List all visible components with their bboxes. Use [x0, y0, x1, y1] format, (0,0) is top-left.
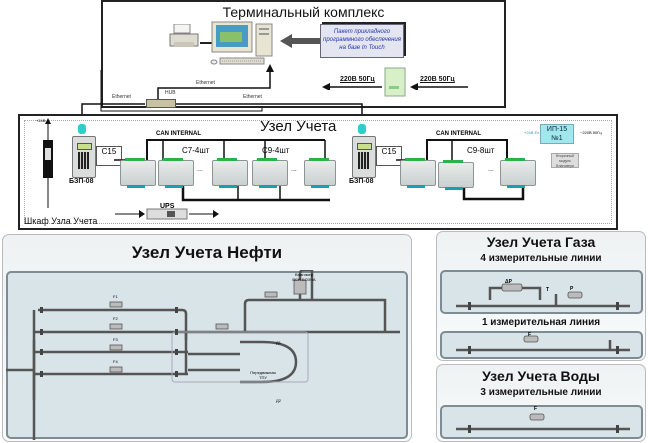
- controller-label-right: БЗП-08: [349, 178, 374, 185]
- can-bus-lines: [114, 139, 525, 202]
- software-arrow-icon: [280, 34, 320, 48]
- meter-f2: F2: [113, 316, 118, 321]
- power-in-label: 220В 50Гц: [420, 76, 455, 83]
- gas-line2-label: 1 измерительная линия: [481, 317, 601, 328]
- meter-f4: F4: [113, 359, 118, 364]
- group-c9-label: C9-4шт: [262, 146, 290, 155]
- cabinet-outline: [24, 120, 612, 224]
- ellipsis: ...: [197, 166, 203, 173]
- water-scheme: [440, 405, 643, 439]
- group-c9-8-label: C9-8шт: [467, 146, 495, 155]
- io-module: [158, 158, 194, 188]
- oil-pipeline-scheme: [6, 270, 400, 440]
- psu-top-label: +24В: [36, 118, 46, 123]
- oil-node-title: Узел Учета Нефти: [131, 243, 283, 262]
- secondary-module: Вторичный модуль Влагомера: [551, 153, 579, 168]
- io-module: [304, 158, 336, 188]
- io-module: [252, 158, 288, 188]
- terminal-ups-icon: [384, 67, 406, 97]
- meter-f1: F1: [113, 294, 118, 299]
- water-node-title: Узел Учета Воды: [482, 368, 600, 384]
- ip15-out-label: ~220В 50Гц: [580, 130, 602, 135]
- converter-c15-right: C15: [376, 146, 402, 166]
- group-c7-label: C7-4шт: [182, 146, 210, 155]
- moisture-meter-label: Влагомер ВСН-БОЗНА: [292, 272, 316, 282]
- gas-p-label: P: [570, 286, 574, 292]
- ethernet-label-3: Ethernet: [243, 94, 262, 100]
- io-module: [212, 158, 248, 188]
- io-module: [400, 158, 436, 188]
- ethernet-connector-icon: [78, 124, 86, 134]
- psu-icon: [43, 118, 53, 208]
- io-module: [438, 160, 474, 190]
- power-out-arrow-icon: [322, 83, 382, 90]
- ethernet-label-2: Ethernet: [112, 94, 131, 100]
- gas-f-label: F: [528, 332, 532, 338]
- prover-label: Передвижная ТПУ: [250, 370, 276, 380]
- gas-pipeline-scheme: [456, 283, 630, 354]
- converter-c15-left: C15: [96, 146, 122, 166]
- ip15-power-supply: ИП-15 №1: [540, 124, 574, 144]
- hub-icon: [146, 99, 176, 108]
- water-pipeline-scheme: [456, 413, 630, 433]
- io-module: [120, 158, 156, 188]
- software-package-box: Пакет прикладного программного обеспечен…: [320, 24, 404, 58]
- ethernet-connector-icon: [358, 124, 366, 134]
- water-line-label: 3 измерительные линии: [480, 387, 602, 398]
- pressure-d1-label: Д1: [276, 340, 281, 345]
- ellipsis: ...: [291, 166, 297, 173]
- controller-label-left: БЗП-08: [69, 178, 94, 185]
- power-in-arrow-icon: [410, 83, 468, 90]
- gas-t-label: T: [546, 287, 550, 293]
- pressure-d2-label: Д2: [276, 398, 281, 403]
- terminal-title: Терминальный комплекс: [222, 4, 385, 20]
- controller-bzp08-right: [352, 136, 376, 178]
- gas-dp-label: ΔP: [505, 279, 512, 285]
- water-f-label: F: [534, 406, 538, 412]
- printer-icon: [169, 24, 199, 47]
- computer-icon: [210, 21, 273, 65]
- io-module: [500, 158, 536, 188]
- controller-bzp08-left: [72, 136, 96, 178]
- terminal-complex-panel: Терминальный комплекс: [101, 0, 506, 108]
- hub-label: HUB: [165, 90, 176, 96]
- printer-cable: [200, 42, 214, 44]
- ellipsis: ...: [488, 166, 494, 173]
- ups-label: UPS: [160, 203, 175, 210]
- can-label-left: CAN INTERNAL: [156, 131, 201, 137]
- meter-f3: F3: [113, 337, 118, 342]
- power-out-label: 220В 50Гц: [340, 76, 375, 83]
- metering-node-title: Узел Учета: [260, 118, 337, 135]
- ethernet-label-1: Ethernet: [196, 80, 215, 86]
- can-label-right: CAN INTERNAL: [436, 131, 481, 137]
- gas-node-title: Узел Учета Газа: [486, 234, 596, 250]
- cabinet-label: Шкаф Узла Учета: [24, 216, 98, 226]
- gas-line1-label: 4 измерительные линии: [480, 253, 602, 264]
- ip15-in-label: +24В Ex: [524, 130, 540, 135]
- ups-icon: [115, 208, 219, 220]
